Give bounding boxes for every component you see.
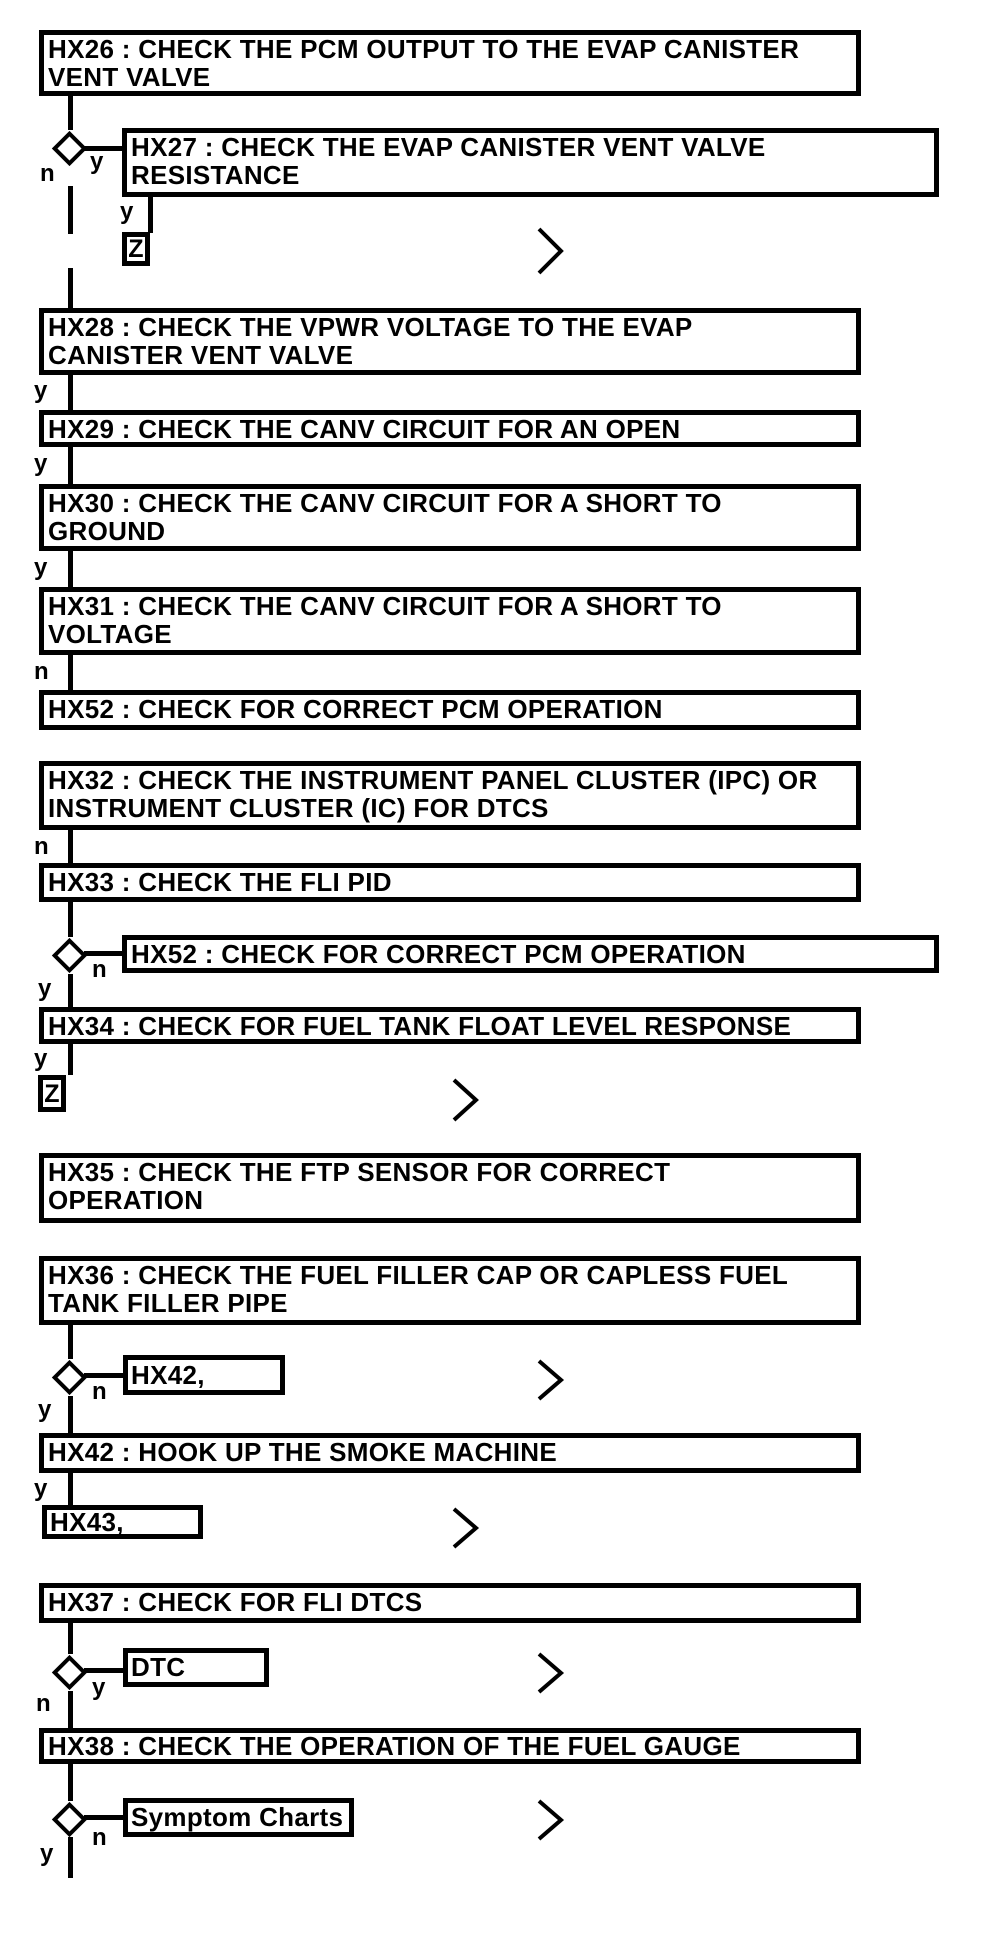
branch-label-hx27-yes: y xyxy=(120,198,134,225)
branch-label-hx31-no: n xyxy=(34,658,49,685)
connector-hx36-diamond xyxy=(68,1325,73,1359)
branch-label-hx30-yes: y xyxy=(34,554,48,581)
connector-diamond4-hx38 xyxy=(68,1691,73,1728)
branch-label-d4-no: n xyxy=(36,1690,51,1717)
decision-diamond-hx26 xyxy=(51,130,88,167)
connector-hx31-hx52 xyxy=(68,655,73,690)
step-box-hx26: HX26 : CHECK THE PCM OUTPUT TO THE EVAP … xyxy=(39,30,861,96)
connector-diamond1-no-b xyxy=(68,268,73,308)
terminator-z-1: Z xyxy=(122,232,150,266)
step-box-hx29: HX29 : CHECK THE CANV CIRCUIT FOR AN OPE… xyxy=(39,410,861,447)
connector-hx34-z xyxy=(68,1043,73,1075)
branch-label-hx29-yes: y xyxy=(34,450,48,477)
connector-diamond4-dtc xyxy=(84,1668,125,1673)
continuation-chevron-3 xyxy=(537,1359,565,1401)
connector-hx30-hx31 xyxy=(68,551,73,587)
connector-hx37-diamond xyxy=(68,1623,73,1654)
branch-label-d1-yes: y xyxy=(90,148,104,175)
branch-label-d5-yes: y xyxy=(40,1840,54,1867)
continuation-chevron-5 xyxy=(537,1652,565,1694)
branch-label-d3-yes: y xyxy=(38,1396,52,1423)
step-box-hx38: HX38 : CHECK THE OPERATION OF THE FUEL G… xyxy=(39,1728,861,1764)
step-box-hx52-ref: HX52 : CHECK FOR CORRECT PCM OPERATION xyxy=(122,935,939,973)
ref-box-dtc-index: DTC Index xyxy=(123,1648,269,1687)
connector-diamond1-hx27 xyxy=(84,146,124,151)
connector-diamond5-symptom xyxy=(84,1815,125,1820)
continuation-chevron-6 xyxy=(537,1799,565,1841)
continuation-chevron-1 xyxy=(537,227,564,275)
decision-diamond-hx38 xyxy=(51,1801,88,1838)
step-box-hx37: HX37 : CHECK FOR FLI DTCS xyxy=(39,1583,861,1623)
decision-diamond-hx33 xyxy=(51,937,88,974)
branch-label-hx42-yes: y xyxy=(34,1475,48,1502)
step-box-hx52: HX52 : CHECK FOR CORRECT PCM OPERATION xyxy=(39,690,861,730)
ref-box-symptom-charts: Symptom Charts xyxy=(123,1798,354,1837)
connector-hx33-diamond xyxy=(68,901,73,937)
connector-hx26-diamond xyxy=(68,96,73,130)
step-box-hx30: HX30 : CHECK THE CANV CIRCUIT FOR A SHOR… xyxy=(39,484,861,551)
connector-diamond2-hx34 xyxy=(68,974,73,1007)
step-box-hx36: HX36 : CHECK THE FUEL FILLER CAP OR CAPL… xyxy=(39,1256,861,1325)
branch-label-d1-no: n xyxy=(40,160,55,187)
branch-label-d2-no: n xyxy=(92,956,107,983)
step-box-hx28: HX28 : CHECK THE VPWR VOLTAGE TO THE EVA… xyxy=(39,308,861,375)
connector-diamond5-continue xyxy=(68,1837,73,1878)
connector-diamond3-ref xyxy=(84,1373,125,1378)
connector-diamond2-hx52 xyxy=(84,951,124,956)
ref-box-hx42-hx37: HX42, HX37 xyxy=(123,1355,285,1395)
connector-hx38-diamond xyxy=(68,1763,73,1801)
connector-hx28-hx29 xyxy=(68,375,73,410)
connector-hx27-z xyxy=(148,197,153,233)
branch-label-hx28-yes: y xyxy=(34,377,48,404)
connector-hx29-hx30 xyxy=(68,446,73,484)
branch-label-hx32-no: n xyxy=(34,833,49,860)
continuation-chevron-2 xyxy=(452,1078,479,1122)
branch-label-d2-yes: y xyxy=(38,975,52,1002)
connector-diamond3-hx42 xyxy=(68,1396,73,1433)
step-box-hx42: HX42 : HOOK UP THE SMOKE MACHINE xyxy=(39,1433,861,1473)
connector-hx42-ref xyxy=(68,1473,73,1505)
ref-box-hx43-hx44: HX43, HX44 xyxy=(42,1505,203,1539)
connector-hx32-hx33 xyxy=(68,830,73,863)
terminator-z-2: Z xyxy=(38,1075,66,1112)
decision-diamond-hx36 xyxy=(51,1359,88,1396)
branch-label-d3-no: n xyxy=(92,1378,107,1405)
continuation-chevron-4 xyxy=(452,1507,480,1549)
step-box-hx33: HX33 : CHECK THE FLI PID xyxy=(39,863,861,902)
decision-diamond-hx37 xyxy=(51,1654,88,1691)
branch-label-hx34-yes: y xyxy=(34,1045,48,1072)
step-box-hx32: HX32 : CHECK THE INSTRUMENT PANEL CLUSTE… xyxy=(39,761,861,830)
step-box-hx27: HX27 : CHECK THE EVAP CANISTER VENT VALV… xyxy=(122,128,939,197)
step-box-hx34: HX34 : CHECK FOR FUEL TANK FLOAT LEVEL R… xyxy=(39,1007,861,1044)
branch-label-d5-no: n xyxy=(92,1824,107,1851)
step-box-hx31: HX31 : CHECK THE CANV CIRCUIT FOR A SHOR… xyxy=(39,587,861,655)
branch-label-d4-yes: y xyxy=(92,1674,106,1701)
connector-diamond1-no-a xyxy=(68,186,73,234)
step-box-hx35: HX35 : CHECK THE FTP SENSOR FOR CORRECT … xyxy=(39,1153,861,1223)
